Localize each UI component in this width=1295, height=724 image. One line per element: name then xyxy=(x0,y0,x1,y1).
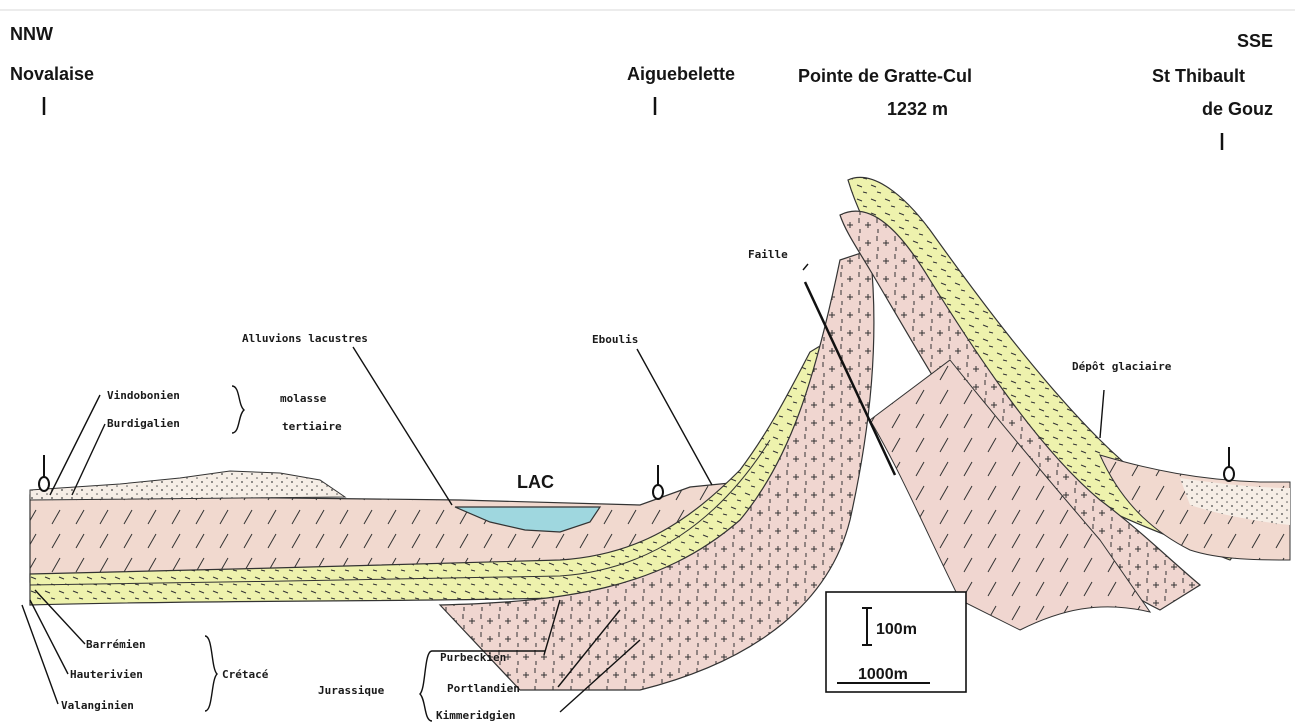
label-cretace: Crétacé xyxy=(222,668,269,681)
place-novalaise: Novalaise xyxy=(10,64,94,84)
place-thibault-line1: St Thibault xyxy=(1152,66,1245,86)
label-hauterivien: Hauterivien xyxy=(70,668,143,681)
label-purbeckien: Purbeckien xyxy=(440,651,506,664)
label-valanginien: Valanginien xyxy=(61,699,134,712)
label-alluvions: Alluvions lacustres xyxy=(242,332,368,345)
direction-nnw: NNW xyxy=(10,24,53,44)
scale-vertical: 100m xyxy=(876,621,917,638)
anticline-right-limb xyxy=(840,177,1245,630)
place-pointe-line1: Pointe de Gratte-Cul xyxy=(798,66,972,86)
label-depot: Dépôt glaciaire xyxy=(1072,360,1172,373)
label-molasse-1: molasse xyxy=(280,392,327,405)
molasse-dotted-cover xyxy=(30,471,345,500)
label-vindobonien: Vindobonien xyxy=(107,389,180,402)
label-portlandien: Portlandien xyxy=(447,682,520,695)
label-burdigalien: Burdigalien xyxy=(107,417,180,430)
label-jurassique: Jurassique xyxy=(318,684,385,697)
label-molasse-2: tertiaire xyxy=(282,420,342,433)
scale-box: 100m 1000m xyxy=(826,592,966,692)
label-kimmeridgien: Kimmeridgien xyxy=(436,709,515,722)
place-thibault-line2: de Gouz xyxy=(1202,99,1273,119)
label-barremien: Barrémien xyxy=(86,638,146,651)
label-eboulis: Eboulis xyxy=(592,333,638,346)
scale-horizontal: 1000m xyxy=(858,666,908,683)
place-aiguebelette: Aiguebelette xyxy=(627,64,735,84)
place-pointe-line2: 1232 m xyxy=(887,99,948,119)
label-lac: LAC xyxy=(517,472,554,492)
label-faille: Faille xyxy=(748,248,788,261)
direction-sse: SSE xyxy=(1237,31,1273,51)
jurassique-core xyxy=(440,250,874,690)
